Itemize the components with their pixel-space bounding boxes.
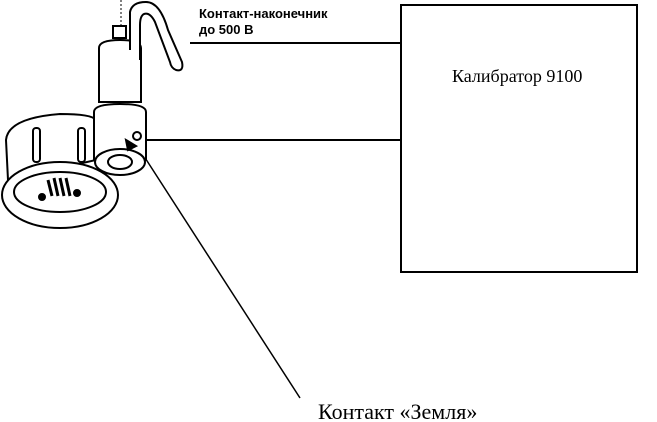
probe-label-line1: Контакт-наконечник xyxy=(199,6,328,21)
ground-label: Контакт «Земля» xyxy=(318,399,478,422)
probe-device-icon xyxy=(1,0,184,229)
calibrator-label: Калибратор 9100 xyxy=(452,66,583,86)
probe-label-line2: до 500 В xyxy=(199,22,254,37)
connection-wires xyxy=(139,42,401,399)
calibrator-box xyxy=(400,4,638,273)
